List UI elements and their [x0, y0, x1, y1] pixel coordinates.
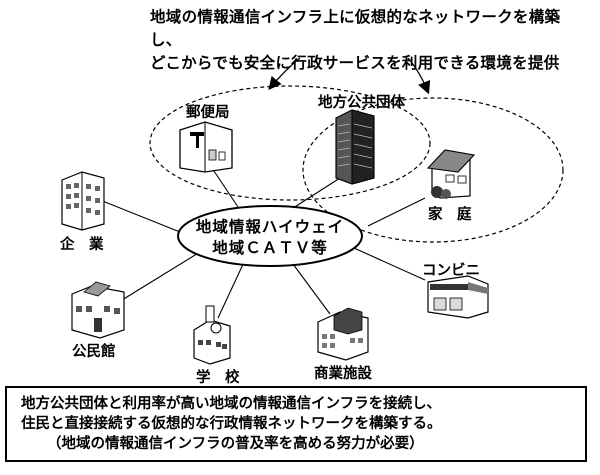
convenience-store-label: コンビニ	[422, 263, 480, 279]
link-commercial-facility	[289, 259, 331, 315]
hub-label-line-2: 地域ＣＡＴＶ等	[212, 239, 328, 257]
government-building-icon	[335, 109, 375, 185]
link-enterprise	[99, 199, 181, 233]
virtual-network-ellipse-right	[302, 97, 564, 243]
hub-ellipse	[177, 205, 363, 267]
summary-line-2: 住民と直接接続する仮想的な行政情報ネットワークを構築する。	[21, 416, 442, 432]
hub-label-line-1: 地域情報ハイウェイ	[195, 218, 345, 236]
enterprise-label: 企 業	[60, 237, 104, 253]
home-label: 家 庭	[428, 207, 472, 223]
community-center-label: 公民館	[72, 344, 116, 360]
office-building-icon	[61, 171, 105, 231]
community-center-icon	[71, 281, 125, 339]
caption-arrow-left	[268, 57, 301, 90]
top-caption: 地域の情報通信インフラ上に仮想的なネットワークを構築し、 どこからでも安全に行政…	[150, 6, 570, 75]
local-government-label: 地方公共団体	[318, 95, 405, 111]
link-convenience-store	[353, 247, 426, 281]
house-icon	[426, 149, 476, 199]
summary-box: 地方公共団体と利用率が高い地域の情報通信インフラを接続し、 住民と直接接続する仮…	[5, 386, 587, 462]
link-school	[217, 259, 246, 319]
caption-line-1: 地域の情報通信インフラ上に仮想的なネットワークを構築し、	[150, 8, 561, 49]
post-office-icon	[179, 121, 233, 173]
school-label: 学 校	[196, 370, 240, 386]
convenience-store-icon	[427, 275, 489, 319]
summary-line-1: 地方公共団体と利用率が高い地域の情報通信インフラを接続し、	[21, 396, 442, 412]
school-icon	[193, 305, 231, 365]
caption-line-2: どこからでも安全に行政サービスを利用できる環境を提供	[150, 54, 560, 72]
link-community-center	[121, 251, 201, 301]
link-home	[367, 197, 426, 227]
link-local-government	[289, 177, 341, 211]
commercial-facility-icon	[317, 307, 369, 361]
post-office-label: 郵便局	[186, 105, 230, 121]
commercial-facility-label: 商業施設	[314, 366, 372, 382]
virtual-network-ellipse-left	[149, 85, 431, 201]
caption-arrow-right	[407, 57, 431, 95]
link-post-office	[211, 167, 241, 211]
summary-line-3: （地域の情報通信インフラの普及率を高める努力が必要）	[47, 436, 424, 452]
